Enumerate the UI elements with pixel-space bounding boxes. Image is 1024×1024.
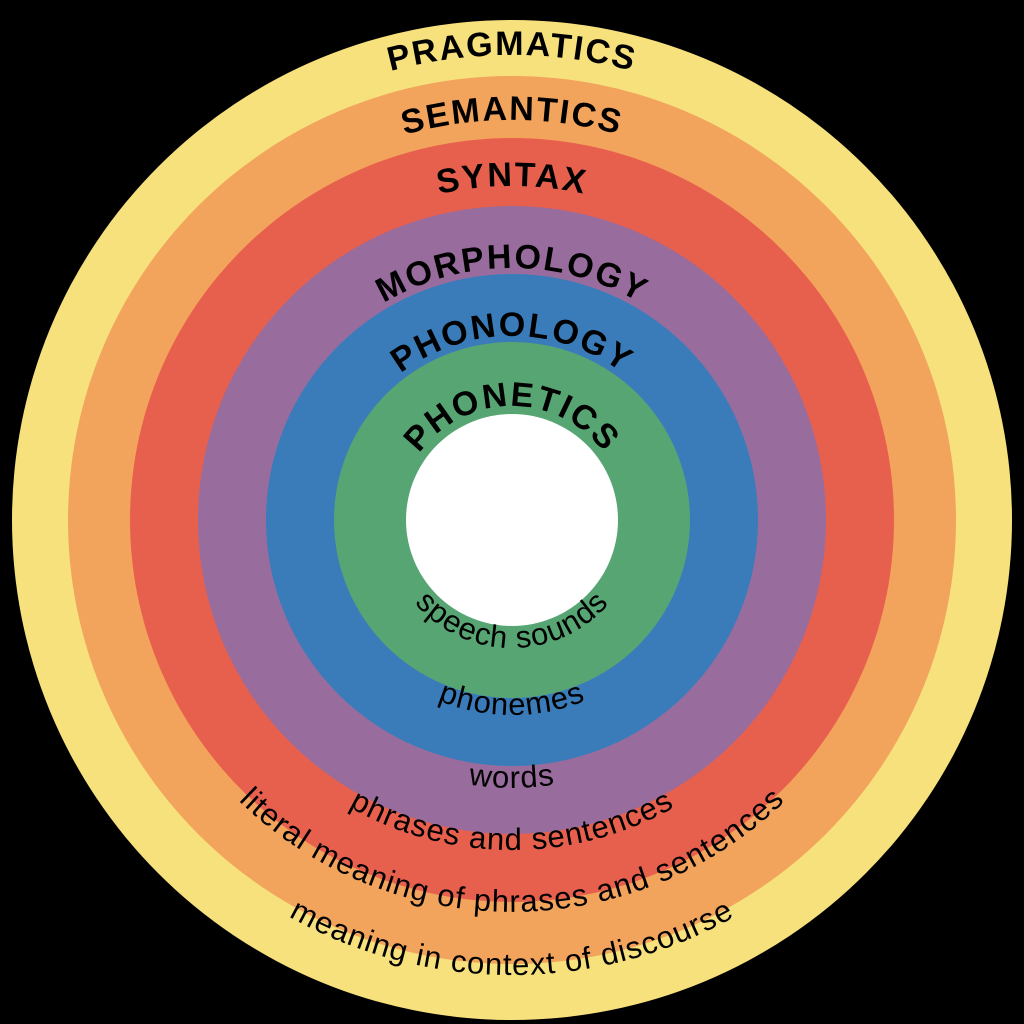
center-circle	[406, 414, 618, 626]
desc-morphology: words	[467, 757, 557, 795]
